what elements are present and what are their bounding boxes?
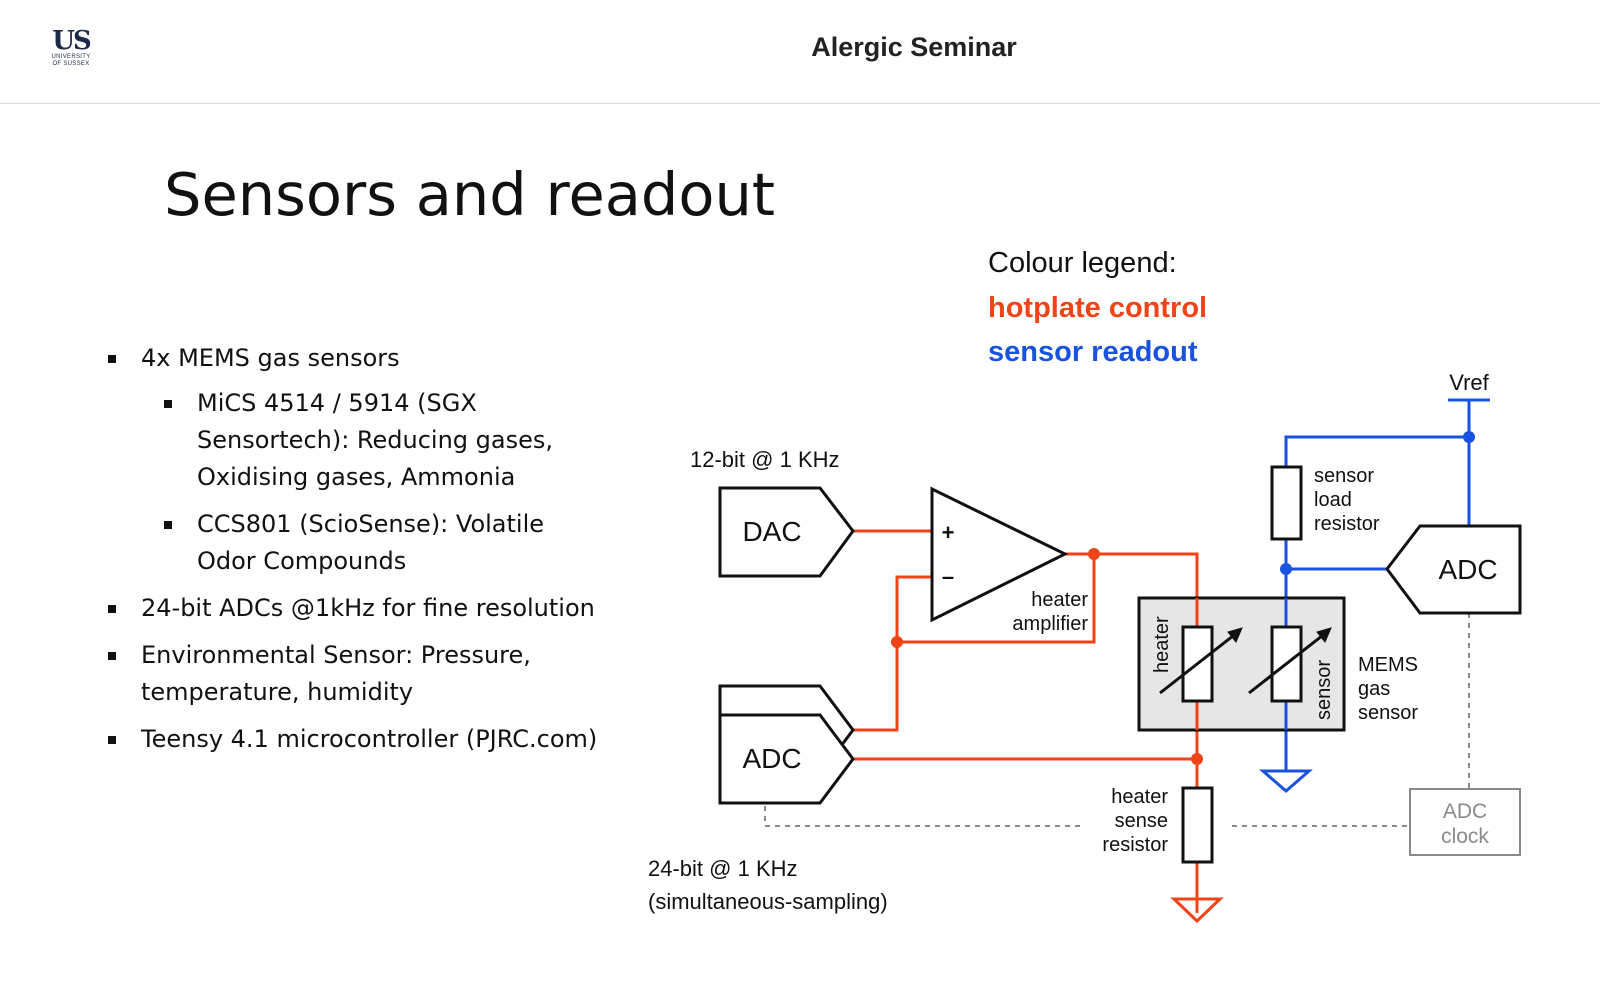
adc-left-block: [718, 713, 855, 805]
sub-bullet-text: MiCS 4514 / 5914 (SGX Sensortech): Reduc…: [197, 389, 554, 491]
sensor-variable-arrow: [1248, 630, 1328, 695]
colour-legend: Colour legend: hotplate control sensor r…: [988, 240, 1207, 374]
wire-clock-left: [764, 806, 1080, 827]
sensor-nodes: [1280, 431, 1475, 575]
mems-label-1: MEMS: [1358, 654, 1418, 676]
amp-label-1: heater: [1031, 589, 1088, 611]
bullet-text: Environmental Sensor: Pressure, temperat…: [141, 641, 531, 706]
wire-feedback: [897, 554, 1096, 644]
sub-bullet-text: CCS801 (ScioSense): Volatile Odor Compou…: [197, 510, 545, 575]
slide-title: Sensors and readout: [164, 160, 775, 229]
heater-sense-resistor: [1181, 786, 1214, 864]
clock-label-2: clock: [1441, 825, 1489, 848]
node-sense: [1191, 753, 1203, 765]
bullet-list: 4x MEMS gas sensors MiCS 4514 / 5914 (SG…: [105, 340, 605, 768]
slide-header: US UNIVERSITY OF SUSSEX Alergic Seminar: [0, 0, 1600, 104]
clock-label-1: ADC: [1443, 800, 1487, 823]
clock-wiring: [764, 613, 1470, 827]
heater-amplifier: [930, 486, 1069, 623]
seminar-title: Alergic Seminar: [811, 32, 1017, 62]
university-logo: US UNIVERSITY OF SUSSEX: [44, 28, 98, 68]
bullet-item: Environmental Sensor: Pressure, temperat…: [105, 637, 605, 711]
sub-bullet-item: CCS801 (ScioSense): Volatile Odor Compou…: [161, 506, 605, 580]
bullet-text: Teensy 4.1 microcontroller (PJRC.com): [141, 725, 598, 753]
hotplate-nodes: [891, 548, 1203, 765]
logo-mark: US: [52, 26, 91, 56]
hotplate-wiring: [853, 529, 1199, 913]
bullet-text: 24-bit ADCs @1kHz for fine resolution: [141, 594, 595, 622]
wire-minus-input: [853, 575, 932, 732]
dac-block: [718, 486, 855, 578]
amp-label-2: amplifier: [1012, 613, 1088, 635]
heater-arrow-head: [1227, 627, 1243, 643]
adc-right-label: ADC: [1438, 554, 1497, 585]
sub-bullet-item: MiCS 4514 / 5914 (SGX Sensortech): Reduc…: [161, 385, 605, 496]
mems-package: [1137, 596, 1346, 732]
sensor-rotated-label: sensor: [1313, 660, 1335, 720]
load-res-label-3: resistor: [1314, 513, 1380, 535]
sensor-load-resistor: [1270, 465, 1303, 541]
bullet-item: Teensy 4.1 microcontroller (PJRC.com): [105, 721, 605, 758]
amp-minus: –: [942, 564, 954, 589]
adc-left-label: ADC: [742, 743, 801, 774]
heater-rotated-label: heater: [1151, 616, 1173, 673]
amp-plus: +: [942, 520, 955, 545]
adc-right-block: [1385, 524, 1522, 615]
ground-heater: [1170, 897, 1224, 924]
sensor-arrow-head: [1316, 627, 1332, 643]
mems-label-2: gas: [1358, 678, 1390, 700]
dac-label: DAC: [742, 516, 801, 547]
hs-res-label-2: sense: [1115, 810, 1168, 832]
load-res-label-2: load: [1314, 489, 1352, 511]
logo-line-2: OF SUSSEX: [52, 61, 90, 67]
adc-left-spec-2: (simultaneous-sampling): [648, 889, 888, 914]
node-amp-out: [1088, 548, 1100, 560]
node-vref: [1463, 431, 1475, 443]
legend-title: Colour legend:: [988, 247, 1177, 279]
ground-sensor: [1258, 769, 1314, 793]
hs-res-label-3: resistor: [1102, 834, 1168, 856]
adc-left-spec-1: 24-bit @ 1 KHz: [648, 856, 798, 881]
legend-sensor: sensor readout: [988, 336, 1198, 368]
bullet-item: 4x MEMS gas sensors: [105, 340, 605, 377]
logo-line-1: UNIVERSITY: [51, 54, 91, 60]
vref-label: Vref: [1449, 370, 1489, 395]
adc-clock-block: [1409, 788, 1521, 856]
dac-spec: 12-bit @ 1 KHz: [690, 447, 840, 472]
mems-label-3: sensor: [1358, 702, 1418, 724]
bullet-text: 4x MEMS gas sensors: [141, 344, 400, 372]
hs-res-label-1: heater: [1111, 786, 1168, 808]
legend-hotplate: hotplate control: [988, 292, 1208, 324]
sub-bullet-list: MiCS 4514 / 5914 (SGX Sensortech): Reduc…: [161, 385, 605, 580]
load-res-label-1: sensor: [1314, 465, 1374, 487]
bullet-item: 24-bit ADCs @1kHz for fine resolution: [105, 590, 605, 627]
heater-variable-arrow: [1159, 630, 1239, 695]
node-feedback: [891, 636, 903, 648]
node-sensor: [1280, 563, 1292, 575]
